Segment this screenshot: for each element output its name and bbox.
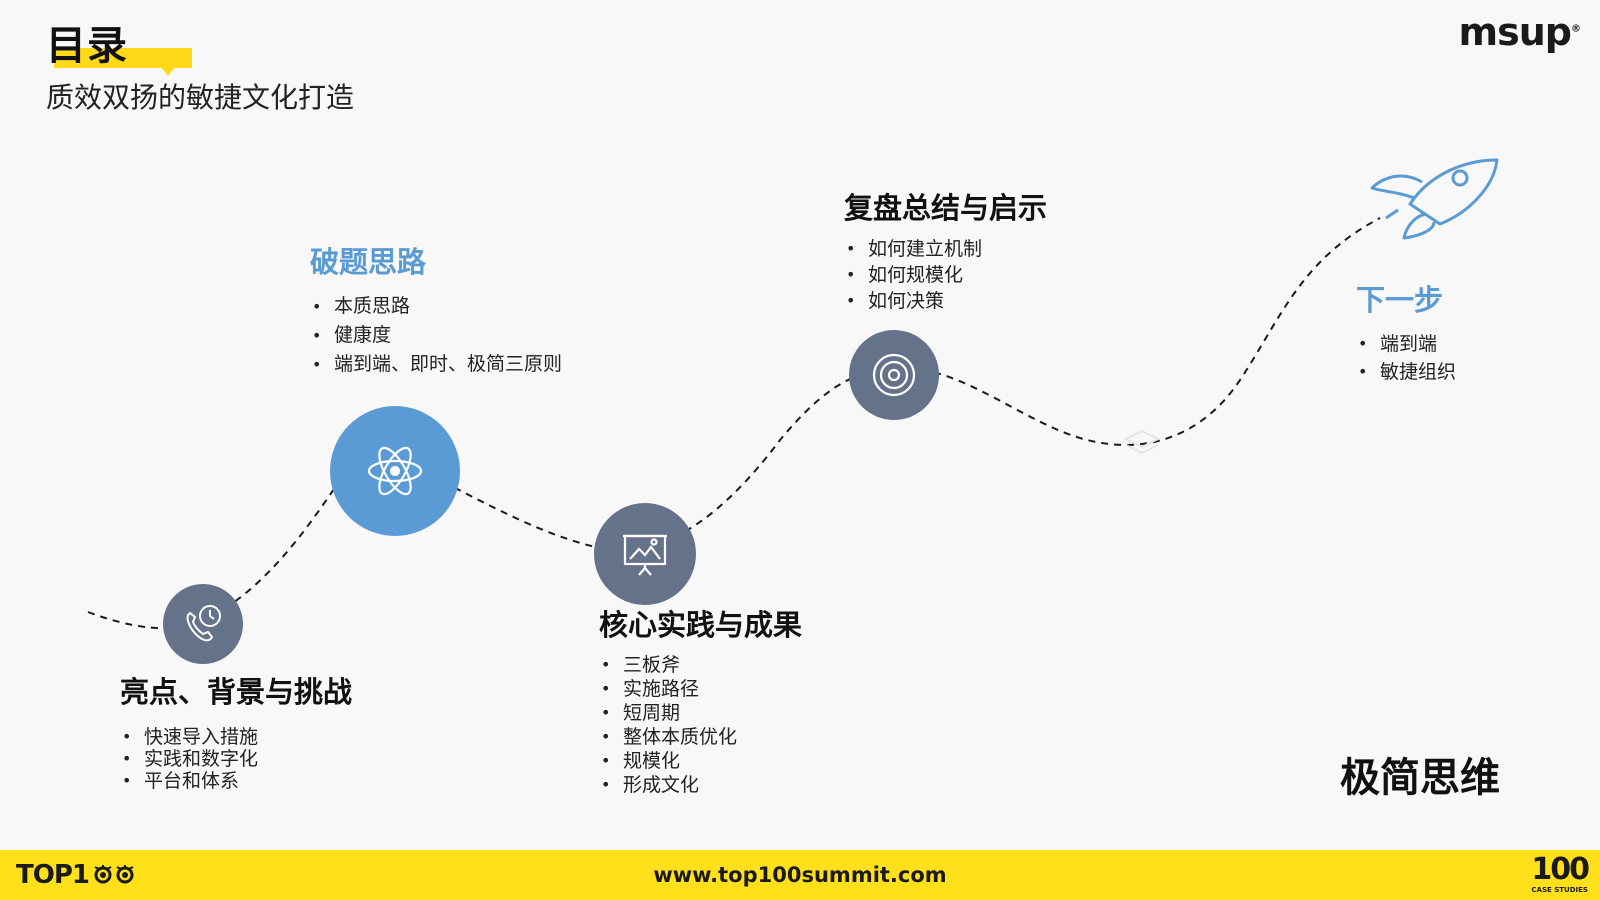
list-item: 如何决策 (844, 288, 1047, 314)
stage-4-text: 复盘总结与启示 如何建立机制 如何规模化 如何决策 (844, 188, 1047, 314)
motto-text: 极简思维 (1340, 755, 1500, 801)
title-highlight-tail (160, 66, 176, 76)
list-item: 实践和数字化 (120, 748, 352, 770)
page-subtitle: 质效双扬的敏捷文化打造 (46, 81, 355, 114)
page-title: 目录 (46, 23, 128, 69)
list-item: 如何建立机制 (844, 236, 1047, 262)
title-highlight (54, 48, 192, 68)
stage-1-circle (163, 584, 243, 664)
case-studies-logo: 100 CASE STUDIES (1531, 852, 1590, 895)
stage-3-heading: 核心实践与成果 (599, 608, 803, 642)
footer-bar (0, 850, 1600, 900)
presentation-icon (623, 534, 667, 576)
top100-logo-text: TOP1 (16, 860, 90, 890)
stage-5-heading: 下一步 (1356, 283, 1444, 317)
logo-text: msup (1458, 10, 1572, 54)
rocket-icon (1370, 158, 1499, 240)
list-item: 本质思路 (310, 292, 562, 321)
stage-4-heading: 复盘总结与启示 (844, 191, 1048, 225)
stage-3-list: 三板斧 实施路径 短周期 整体本质优化 规模化 形成文化 (599, 653, 802, 797)
list-item: 平台和体系 (120, 770, 352, 792)
list-item: 端到端 (1356, 330, 1456, 358)
list-item: 整体本质优化 (599, 725, 802, 749)
stack-icon (1123, 429, 1161, 455)
stage-1-list: 快速导入措施 实践和数字化 平台和体系 (120, 726, 352, 792)
list-item: 端到端、即时、极简三原则 (310, 350, 562, 379)
case-studies-number: 100 (1531, 852, 1590, 887)
top100-logo: TOP1 (16, 860, 139, 890)
list-item: 短周期 (599, 701, 802, 725)
list-item: 健康度 (310, 321, 562, 350)
stage-3-text: 核心实践与成果 三板斧 实施路径 短周期 整体本质优化 规模化 形成文化 (599, 605, 802, 797)
list-item: 实施路径 (599, 677, 802, 701)
stage-3-circle (594, 503, 696, 605)
phone-clock-icon (186, 605, 221, 642)
stage-2-text: 破题思路 本质思路 健康度 端到端、即时、极简三原则 (310, 242, 562, 379)
list-item: 快速导入措施 (120, 726, 352, 748)
stage-2-heading: 破题思路 (310, 245, 427, 279)
target-icon (872, 353, 916, 397)
list-item: 三板斧 (599, 653, 802, 677)
stage-1-text: 亮点、背景与挑战 快速导入措施 实践和数字化 平台和体系 (120, 672, 352, 792)
stage-2-circle (330, 406, 460, 536)
msup-logo: msup® (1458, 10, 1581, 54)
eyes-icon (94, 865, 134, 884)
stage-1-heading: 亮点、背景与挑战 (120, 675, 353, 709)
stage-5-list: 端到端 敏捷组织 (1356, 330, 1456, 386)
registered-mark: ® (1571, 23, 1581, 35)
footer-url[interactable]: www.top100summit.com (653, 863, 947, 887)
list-item: 规模化 (599, 749, 802, 773)
stage-4-list: 如何建立机制 如何规模化 如何决策 (844, 236, 1047, 314)
stage-5-text: 下一步 端到端 敏捷组织 (1356, 280, 1456, 386)
case-studies-label: CASE STUDIES (1531, 886, 1588, 894)
stage-4-circle (849, 330, 939, 420)
list-item: 形成文化 (599, 773, 802, 797)
list-item: 敏捷组织 (1356, 358, 1456, 386)
list-item: 如何规模化 (844, 262, 1047, 288)
atom-icon (367, 446, 423, 496)
stage-2-list: 本质思路 健康度 端到端、即时、极简三原则 (310, 292, 562, 379)
